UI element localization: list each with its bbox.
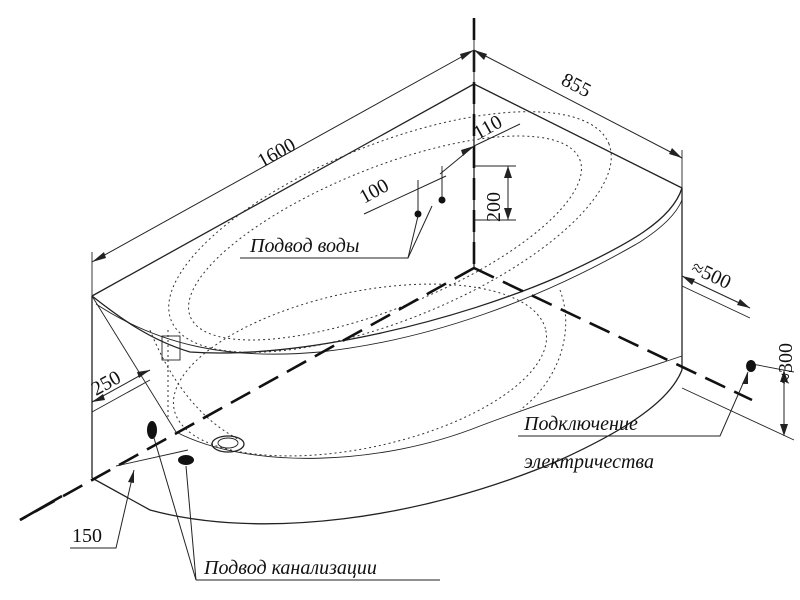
dim-250-label: 250 [88, 367, 125, 401]
drain-fittings [147, 421, 194, 465]
drain-hole [211, 435, 245, 453]
dimension-250: 250 [88, 367, 151, 413]
dim-500-label: ≈500 [688, 257, 734, 294]
drain-label: Подвод канализации [203, 557, 377, 579]
dim-150-label: 150 [72, 525, 102, 547]
electric-label-line2: электричества [524, 451, 654, 473]
dimension-200: 200 [474, 165, 516, 222]
electric-connection: ≈500 ≈300 Подключение электричества [518, 257, 797, 473]
dim-855-label: 855 [558, 69, 595, 102]
drain-callout: Подвод канализации [153, 437, 440, 581]
dim-200-label: 200 [483, 192, 505, 222]
center-axes [19, 18, 753, 522]
dim-300-label: ≈300 [775, 343, 797, 384]
electric-label-line1: Подключение [523, 413, 638, 435]
dimension-110: 110 [439, 111, 521, 175]
overflow-fitting [161, 335, 181, 361]
dim-1600-label: 1600 [254, 134, 300, 173]
dimension-100: 100 [356, 170, 447, 215]
water-fittings [414, 166, 446, 218]
dimension-150: 150 [70, 449, 189, 549]
tub-outline [91, 83, 683, 525]
water-supply-label: Подвод воды [249, 235, 359, 257]
water-supply-callout: Подвод воды [240, 205, 433, 259]
